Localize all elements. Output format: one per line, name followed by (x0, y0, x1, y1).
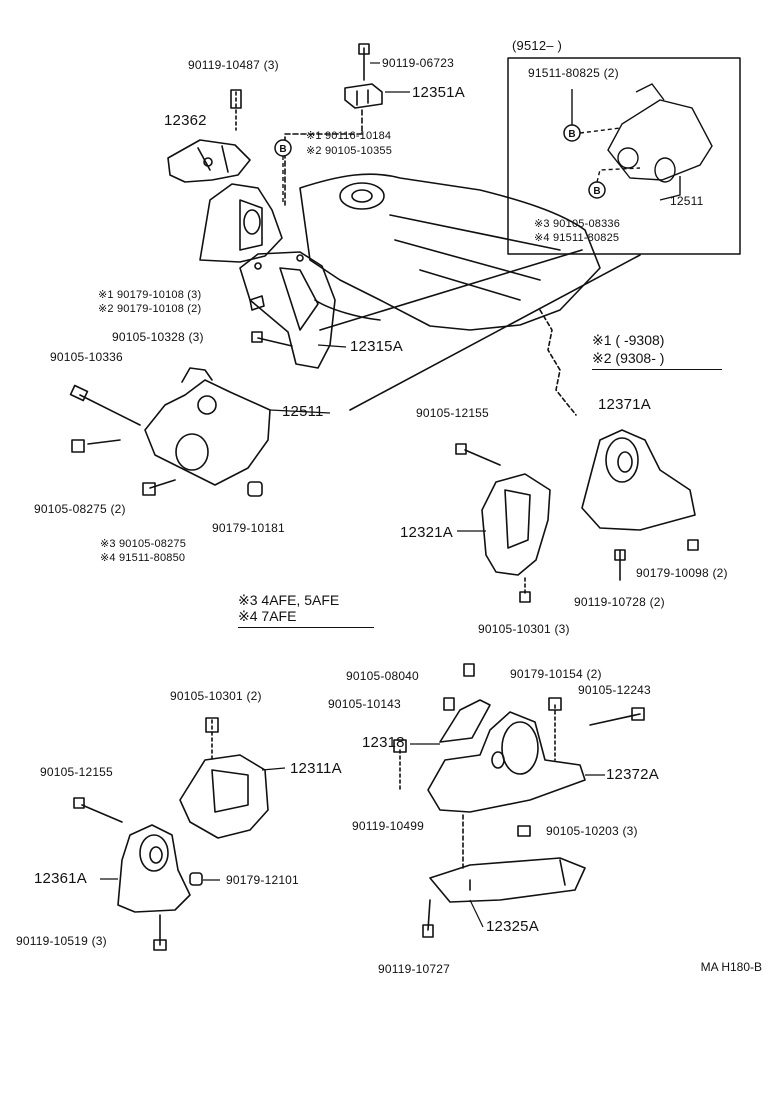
part-label: 12351A (412, 84, 465, 101)
part-label: 12318 (362, 734, 405, 751)
legend-year-2: ※2 (9308- ) (592, 350, 722, 370)
part-label: 12372A (606, 766, 659, 783)
part-label: 90179-10181 (212, 521, 285, 535)
part-label: 12511 (282, 403, 324, 420)
part-label: 90179-10098 (2) (636, 566, 728, 580)
part-label: 12311A (290, 760, 342, 777)
part-label: 90119-10519 (3) (16, 934, 107, 948)
part-label: 90179-12101 (226, 873, 299, 887)
part-label: 12321A (400, 524, 453, 541)
inset-header: (9512– ) (512, 38, 563, 53)
part-label: ※1 90116-10184 (306, 130, 392, 142)
inset-frame (507, 57, 741, 255)
callout-b-1-letter: B (279, 144, 286, 155)
callout-b-2-letter: B (568, 129, 575, 140)
legend-engine-1: ※3 4AFE, 5AFE (238, 592, 340, 608)
mount-12511-left (144, 379, 271, 486)
part-label: 90105-08275 (2) (34, 502, 126, 516)
part-label: 12315A (350, 338, 403, 355)
part-label: 90105-08040 (346, 669, 419, 683)
legend-year-1: ※1 ( -9308) (592, 332, 665, 348)
part-label: 90105-10328 (3) (112, 330, 204, 344)
part-label: ※3 90105-08275 (100, 538, 187, 550)
part-label: 12362 (164, 112, 207, 129)
part-label: 90105-12155 (40, 765, 113, 779)
plate-12325A (429, 857, 586, 903)
part-label: 90105-10143 (328, 697, 401, 711)
callout-b-3-letter: B (593, 186, 600, 197)
inset-label-12511: 12511 (670, 194, 704, 208)
bracket-12362 (167, 139, 251, 183)
part-label: 90119-10728 (2) (574, 595, 665, 609)
part-label: 90105-10203 (3) (546, 824, 638, 838)
part-label: 12361A (34, 870, 87, 887)
part-label: 90105-12243 (578, 683, 651, 697)
block-12351A (344, 83, 383, 109)
part-label: 90119-10499 (352, 819, 425, 833)
part-label: 90119-10487 (3) (188, 58, 279, 72)
bracket-12318 (439, 699, 491, 743)
engine-outline (299, 173, 601, 331)
part-label: ※1 90179-10108 (3) (98, 289, 202, 301)
mount-12371A (581, 429, 696, 531)
mount-upper-left (199, 183, 283, 263)
part-label: 12325A (486, 918, 539, 935)
inset-label-91511-80825-b: ※4 91511-80825 (534, 232, 620, 244)
part-label: ※4 91511-80850 (100, 552, 186, 564)
inset-label-91511-80825: 91511-80825 (2) (528, 66, 619, 80)
mount-12372A (427, 711, 586, 813)
legend-engine-2: ※4 7AFE (238, 608, 374, 628)
part-label: 90119-06723 (382, 56, 455, 70)
part-label: 12371A (598, 396, 651, 413)
part-label: 90105-10301 (3) (478, 622, 570, 636)
bracket-12311A (179, 754, 269, 839)
bracket-12321A (481, 473, 551, 576)
part-label: ※2 90105-10355 (306, 145, 393, 157)
part-label: 90119-10727 (378, 962, 451, 976)
part-label: 90105-10336 (50, 350, 123, 364)
part-label: 90105-12155 (416, 406, 489, 420)
bracket-12315A (239, 251, 336, 369)
inset-label-90105-08336: ※3 90105-08336 (534, 218, 621, 230)
diagram-code: MA H180-B (700, 960, 762, 974)
part-label: 90105-10301 (2) (170, 689, 262, 703)
part-label: ※2 90179-10108 (2) (98, 303, 202, 315)
mount-12361A (117, 824, 191, 913)
part-label: 90179-10154 (2) (510, 667, 602, 681)
